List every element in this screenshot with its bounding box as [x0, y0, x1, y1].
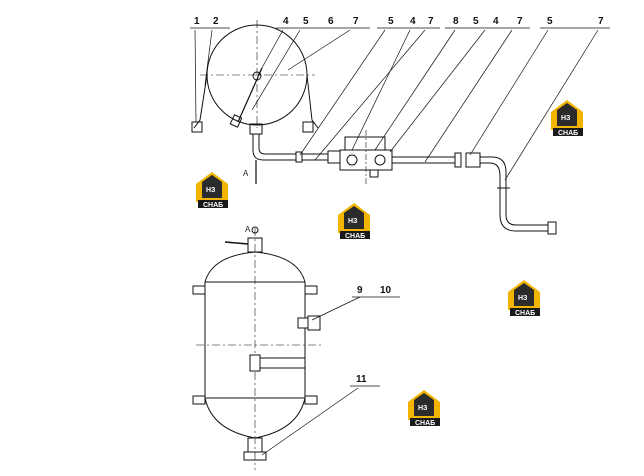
- outlet-fitting: [249, 123, 263, 135]
- pipe-segment-1: [252, 134, 340, 161]
- left-strap: [193, 74, 208, 129]
- pipe-segment-3: [480, 156, 552, 226]
- svg-text:СНАБ: СНАБ: [203, 202, 223, 209]
- svg-text:НЗ: НЗ: [518, 295, 528, 302]
- left-bolt: [191, 121, 203, 133]
- svg-text:НЗ: НЗ: [348, 218, 358, 225]
- callout-4: 4: [283, 16, 289, 27]
- watermark-logo: НЗ СНАБ: [196, 172, 228, 209]
- callout-7c: 7: [517, 16, 523, 27]
- top-callout-leaders: [190, 27, 610, 181]
- callout-5c: 5: [473, 16, 479, 27]
- svg-text:НЗ: НЗ: [206, 187, 216, 194]
- front-view: [192, 226, 322, 470]
- callout-4b: 4: [410, 16, 416, 27]
- side-fitting: [297, 317, 309, 329]
- drain-pipe: [252, 357, 305, 369]
- svg-text:СНАБ: СНАБ: [515, 310, 535, 317]
- svg-text:НЗ: НЗ: [418, 405, 428, 412]
- svg-text:СНАБ: СНАБ: [415, 420, 435, 427]
- drain-cap: [243, 451, 267, 461]
- top-valve: [247, 237, 263, 253]
- svg-text:СНАБ: СНАБ: [558, 130, 578, 137]
- lug-top-left: [192, 285, 206, 295]
- callout-5d: 5: [547, 16, 553, 27]
- svg-text:СНАБ: СНАБ: [345, 233, 365, 240]
- callout-9: 9: [357, 285, 363, 296]
- callout-5: 5: [303, 16, 309, 27]
- callout-7: 7: [353, 16, 359, 27]
- callout-7d: 7: [598, 16, 604, 27]
- callout-8: 8: [453, 16, 459, 27]
- section-label-top: A: [243, 169, 249, 178]
- callout-10: 10: [380, 285, 392, 296]
- callout-11: 11: [356, 374, 367, 385]
- right-strap: [306, 74, 319, 129]
- callout-2: 2: [213, 16, 219, 27]
- top-view: [191, 20, 557, 235]
- callout-7b: 7: [428, 16, 434, 27]
- top-callouts: 1 2 4 5 6 7 5 4 7 8 5 4 7 5 7: [194, 16, 604, 27]
- pivot-fitting: [252, 71, 262, 81]
- callout-4c: 4: [493, 16, 499, 27]
- callout-5b: 5: [388, 16, 394, 27]
- section-label-front: A: [245, 225, 251, 234]
- lug-top-right: [304, 285, 318, 295]
- watermark-logo: НЗ СНАБ: [408, 390, 440, 427]
- watermark-logo: НЗ СНАБ: [508, 280, 540, 317]
- svg-text:НЗ: НЗ: [561, 115, 571, 122]
- drain-lever: [237, 67, 263, 123]
- right-bolt: [302, 121, 314, 133]
- lug-bottom-left: [192, 395, 206, 405]
- lug-bottom-right: [304, 395, 318, 405]
- callout-6: 6: [328, 16, 334, 27]
- callout-1: 1: [194, 16, 200, 27]
- watermark-logo: НЗ СНАБ: [551, 100, 583, 137]
- watermark-logo: НЗ СНАБ: [338, 203, 370, 240]
- front-callout-leaders: [261, 296, 400, 456]
